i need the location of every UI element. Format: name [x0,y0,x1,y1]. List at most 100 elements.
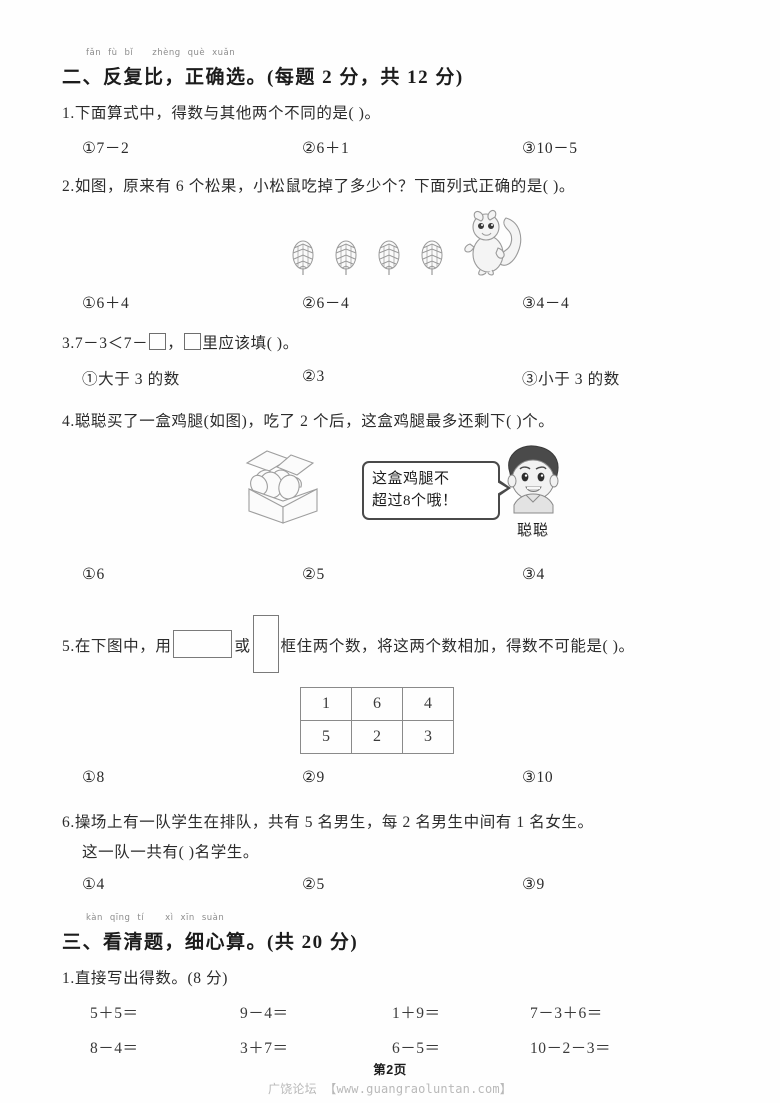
answer-square-box[interactable] [149,333,167,351]
question-1-options: ①7－2 ②6＋1 ③10－5 [62,136,718,166]
option-6-c[interactable]: ③9 [522,876,545,894]
question-2-options: ①6＋4 ②6－4 ③4－4 [62,291,718,321]
pinecone-icon [292,240,314,276]
grid-cell[interactable]: 6 [351,686,403,721]
question-3-text-after: 里应该填( )。 [202,335,299,353]
question-4-text: 聪聪买了一盒鸡腿(如图)，吃了 2 个后，这盒鸡腿最多还剩下( )个。 [74,412,555,430]
question-4-options: ①6 ②5 ③4 [62,565,718,595]
calc-expression[interactable]: 1＋9＝ [392,1004,441,1022]
option-2-a[interactable]: ①6＋4 [82,295,130,313]
calc-row-2: 8－4＝ 3＋7＝ 6－5＝ 10－2－3＝ [62,1036,718,1071]
wide-frame-box[interactable] [173,629,233,658]
question-6-text-line-2: 这一队一共有( )名学生。 [82,844,259,862]
question-2-number: 2. [62,178,75,196]
boy-face-icon [507,445,559,514]
answer-square-box[interactable] [184,333,202,351]
pinyin-syllable: bǐ [124,48,134,58]
option-1-b[interactable]: ②6＋1 [302,140,350,158]
table-row: 1 6 4 [300,686,454,721]
option-5-a[interactable]: ①8 [82,768,105,786]
pinecone-icon [335,240,357,276]
speech-bubble: 这盒鸡腿不 超过8个哦！ [362,460,511,521]
question-5-text-middle: 或 [234,637,251,655]
option-1-a[interactable]: ①7－2 [82,140,130,158]
option-4-a[interactable]: ①6 [82,565,105,583]
character-name: 聪聪 [516,522,549,539]
watermark: 广饶论坛 【www.guangraoluntan.com】 [0,1080,780,1097]
option-6-b[interactable]: ②5 [302,876,325,894]
question-4-number: 4. [62,412,75,430]
pinyin-syllable: kàn [86,913,103,924]
question-5-options: ①8 ②9 ③10 [62,768,718,798]
calc-expression[interactable]: 3＋7＝ [240,1039,289,1057]
calc-row-1: 5＋5＝ 9－4＝ 1＋9＝ 7－3＋6＝ [62,1001,718,1036]
option-4-c[interactable]: ③4 [522,565,545,583]
option-1-c[interactable]: ③10－5 [522,140,578,158]
pinecones-squirrel-figure [62,206,718,284]
pinecone-icon [378,240,400,276]
calc-expression[interactable]: 5＋5＝ [90,1004,139,1022]
pinyin-syllable: fù [108,48,118,58]
question-3-number: 3. [62,335,75,353]
page-footer: 第2页 广饶论坛 【www.guangraoluntan.com】 [0,1059,780,1097]
pinyin-syllable: xì [165,913,174,924]
number-grid: 1 6 4 5 2 3 [300,686,454,754]
squirrel-icon [464,210,522,276]
question-2: 2.如图，原来有 6 个松果，小松鼠吃掉了多少个？下面列式正确的是( )。 [62,172,718,202]
pinyin-syllable: xuǎn [212,48,236,58]
question-6-options: ①4 ②5 ③9 [62,875,718,905]
pinyin-syllable: zhèng [152,48,181,58]
question-2-text: 如图，原来有 6 个松果，小松鼠吃掉了多少个？下面列式正确的是( )。 [74,178,576,196]
question-3-text-before: 7－3＜7－ [74,335,149,353]
pinyin-syllable: fǎn [86,48,102,58]
calculation-rows: 5＋5＝ 9－4＝ 1＋9＝ 7－3＋6＝ 8－4＝ 3＋7＝ 6－5＝ 10－… [62,1001,718,1071]
number-grid-figure: 1 6 4 5 2 3 [62,683,718,761]
section-two-title: 二、反复比，正确选。(每题 2 分，共 12 分) [62,67,464,88]
page-number: 第2页 [373,1063,407,1077]
question-3-text-middle: ， [167,335,184,353]
calc-expression[interactable]: 7－3＋6＝ [530,1004,603,1022]
grid-cell[interactable]: 2 [351,719,403,754]
calc-expression[interactable]: 8－4＝ [90,1039,139,1057]
section-three-sub-question: 1.直接写出得数。(8 分) [62,970,228,988]
grid-cell[interactable]: 5 [300,719,352,754]
option-5-b[interactable]: ②9 [302,768,325,786]
option-5-c[interactable]: ③10 [522,768,554,786]
question-1-number: 1. [62,105,75,122]
question-5: 5.在下图中，用或框住两个数，将这两个数相加，得数不可能是( )。 [62,614,718,673]
question-5-number: 5. [62,637,75,655]
chicken-box-figure: 这盒鸡腿不 超过8个哦！ [62,443,718,563]
grid-cell[interactable]: 1 [300,686,352,721]
calc-expression[interactable]: 9－4＝ [240,1004,289,1022]
pinyin-syllable: suàn [201,913,225,924]
option-4-b[interactable]: ②5 [302,565,325,583]
calc-expression[interactable]: 6－5＝ [392,1039,441,1057]
tall-frame-box[interactable] [252,614,279,673]
pinyin-syllable: xīn [180,913,195,924]
option-3-b[interactable]: ②3 [302,367,325,385]
option-2-b[interactable]: ②6－4 [302,295,350,313]
option-2-c[interactable]: ③4－4 [522,295,570,313]
bubble-line-1: 这盒鸡腿不 [372,470,450,487]
option-6-a[interactable]: ①4 [82,876,105,894]
question-6: 6.操场上有一队学生在排队，共有 5 名男生，每 2 名男生中间有 1 名女生。 [62,808,718,838]
pinyin-syllable: què [187,48,206,58]
option-3-c[interactable]: ③小于 3 的数 [522,370,620,388]
option-3-a[interactable]: ①大于 3 的数 [82,370,180,388]
pinyin-syllable: qīng [109,913,131,924]
grid-cell[interactable]: 4 [402,686,454,721]
question-1: 1.下面算式中，得数与其他两个不同的是( )。 [62,99,718,129]
table-row: 5 2 3 [300,719,454,754]
pinyin-syllable: tí [137,913,145,924]
grid-cell[interactable]: 3 [402,719,454,754]
watermark-site-name: 广饶论坛 [268,1082,317,1096]
chicken-leg-box-icon [237,445,329,531]
question-6-text: 操场上有一队学生在排队，共有 5 名男生，每 2 名男生中间有 1 名女生。 [74,813,594,831]
calc-expression[interactable]: 10－2－3＝ [530,1039,612,1057]
pinecone-icon [421,240,443,276]
boy-character: 聪聪 [490,443,576,540]
